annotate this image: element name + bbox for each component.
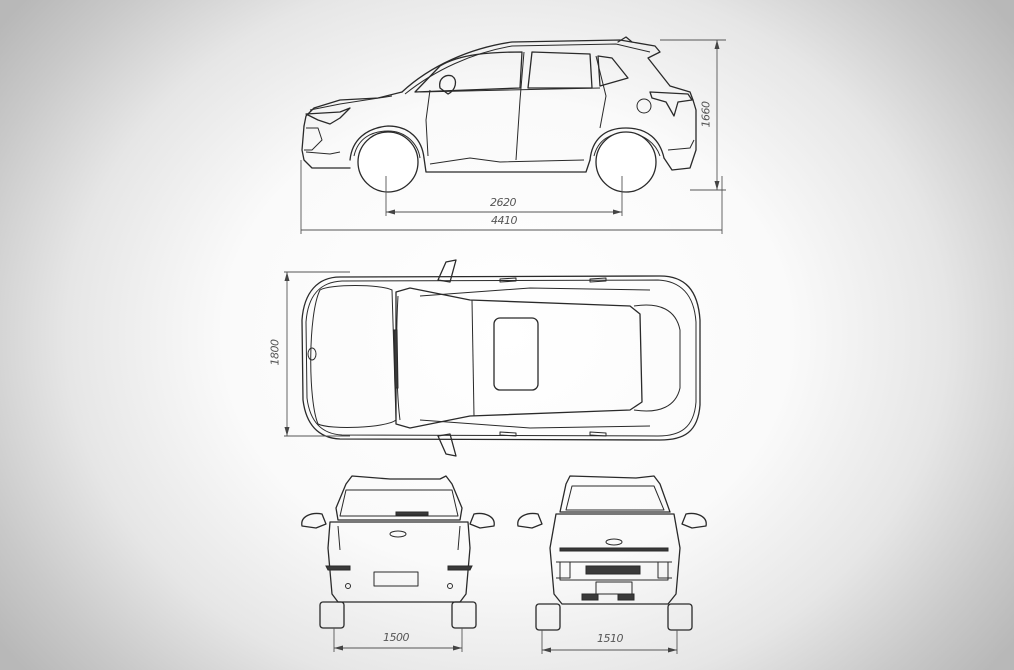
front-track-label: 1510 — [597, 632, 624, 645]
side-view — [301, 36, 697, 193]
wheelbase-label: 2620 — [490, 196, 517, 209]
overall-length-label: 4410 — [491, 214, 518, 227]
side-dimension-lines — [300, 39, 726, 234]
front-view — [517, 475, 707, 631]
top-dimension-lines — [284, 271, 350, 437]
overall-height-label: 1660 — [699, 101, 713, 128]
rear-track-label: 1500 — [383, 631, 410, 644]
track-dimension-lines — [333, 628, 678, 654]
rear-view — [301, 475, 495, 629]
top-view — [301, 259, 701, 457]
overall-width-label: 1800 — [268, 339, 282, 366]
